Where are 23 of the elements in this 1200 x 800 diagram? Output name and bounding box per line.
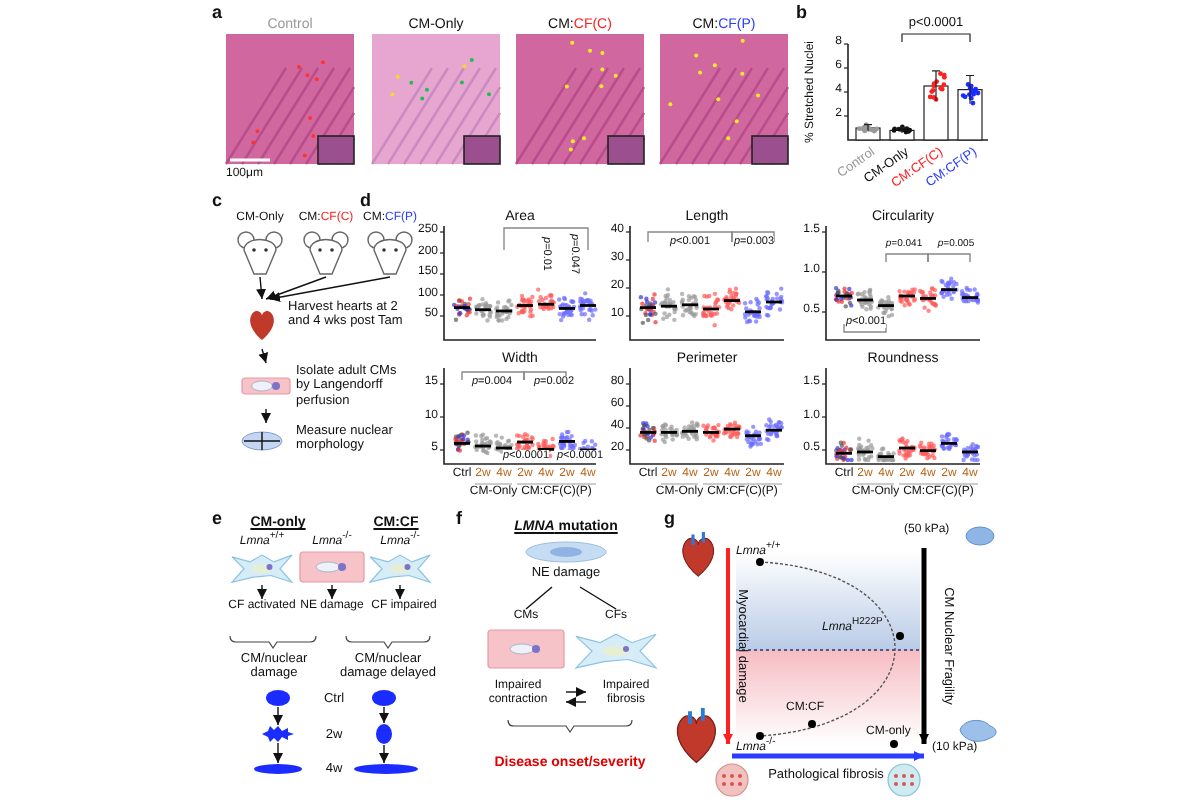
panel-letter: b [796,2,807,23]
panel-letter: f [456,508,462,529]
arrow [258,348,269,364]
panel-letter: g [664,508,675,529]
arrow [265,276,327,301]
arrow [379,744,389,764]
arrow [273,706,283,726]
panel-letter: c [212,190,223,211]
arrow [256,276,267,300]
arrow [565,687,587,697]
arrow [379,706,389,724]
arrow [327,584,337,600]
arrow [261,408,271,424]
connector-line [579,586,617,610]
arrow [273,742,283,764]
arrow [565,697,587,707]
panel-letter: e [212,508,223,529]
panel-letter: d [360,190,371,211]
connector-line [525,586,553,610]
arrow [395,584,405,600]
arrow [269,276,391,303]
arrow [257,584,267,600]
panel-letter: a [212,2,223,23]
